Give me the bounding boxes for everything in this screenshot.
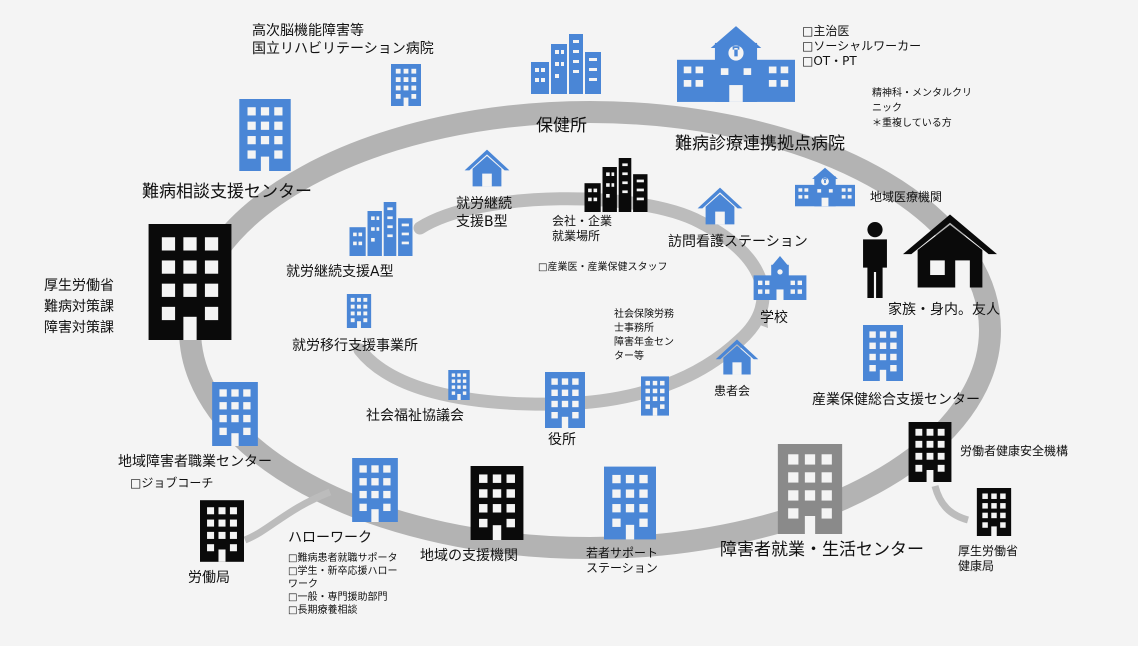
hellowork-label: ハローワーク [288,530,372,546]
ikou-shien-label: 就労移行支援事業所 [292,338,418,354]
sharoshi-label: 社会保険労務 士事務所 障害年金セン ター等 [614,309,674,362]
shakyo-label: 社会福祉協議会 [366,408,464,424]
kanjakai-label: 患者会 [714,384,751,398]
nanbyo-center-building-icon [239,99,291,171]
homon-kango-house-icon [697,187,743,225]
shugyo-seikatsu-building-icon [777,444,843,534]
psych-clinic-label: 精神科・メンタルクリ ニック ＊重複している方 [872,88,972,129]
anzen-building-icon [908,422,952,482]
chiiki-shokugyo-label: 地域障害者職業センター [118,454,272,470]
homon-kango-label: 訪問看護ステーション [668,234,808,250]
sangyo-hoken-label: 産業保健総合支援センター [812,392,980,408]
shuro-a-label: 就労継続支援A型 [286,264,394,280]
chiiki-iryo-hospital-icon [795,167,855,207]
shuro-b-label: 就労継続 支援B型 [456,196,512,230]
family-label: 家族・身内。友人 [888,302,1000,318]
rodokyoku-building-icon [200,500,244,562]
shakyo-building-icon [448,370,470,400]
shuro-b-house-icon [464,149,510,187]
family-house-icon [903,214,997,288]
hellowork-building-icon [352,458,398,522]
school-icon [753,256,807,300]
connector-anzen-kenko [931,485,970,524]
wakamono-building-icon [604,466,656,540]
nanbyo-support-center-label: 難病相談支援センター [142,182,312,202]
rodo-anzen-label: 労働者健康安全機構 [960,444,1069,458]
inner-ring-arrow [752,306,768,328]
hellowork-items: □難病患者就職サポータ □学生・新卒応援ハロー ワーク □一般・専門援助部門 □… [288,553,398,616]
sangyo-building-icon [863,325,903,381]
wakamono-label: 若者サポート ステーション [586,546,659,575]
rodokyoku-label: 労働局 [188,570,230,586]
job-coach-label: □ジョブコーチ [130,476,214,490]
chiiki-shokugyo-building-icon [212,382,258,446]
hokenjo-city-icon [531,34,601,94]
kenko-building-icon [976,488,1012,536]
mhlw-kenko-label: 厚生労働省 健康局 [958,544,1019,573]
hospital-staff-list: □主治医 □ソーシャルワーカー □OT・PT [802,24,922,68]
company-city-icon [584,158,648,212]
yakusho-label: 役所 [548,432,576,448]
yakusho-building-icon [545,372,585,428]
chiiki-iryo-label: 地域医療機関 [870,190,943,204]
nanbyo-hospital-label: 難病診療連携拠点病院 [675,134,845,154]
school-label: 学校 [760,310,788,326]
ikou-building-icon [346,294,372,328]
sharoshi-building-icon [641,376,669,416]
company-label: 会社・企業 就業場所 [552,214,613,243]
mhlw-building-icon [148,224,232,340]
kojino-building-icon [391,64,421,106]
hokenjo-label: 保健所 [536,116,587,136]
kanjakai-house-icon [715,339,759,375]
company-note: □産業医・産業保健スタッフ [538,262,668,273]
connector-rodokyoku-hellowork [243,488,332,544]
person-icon [863,222,887,298]
shuro-a-city-icon [349,202,413,256]
kojino-label: 高次脳機能障害等 国立リハビリテーション病院 [252,23,434,57]
hospital-icon [677,26,795,102]
chiiki-shien-label: 地域の支援機関 [420,548,518,564]
chiiki-shien-building-icon [470,466,524,540]
mhlw-label: 厚生労働省 難病対策課 障害対策課 [44,278,114,336]
shugyo-seikatsu-label: 障害者就業・生活センター [720,540,924,560]
